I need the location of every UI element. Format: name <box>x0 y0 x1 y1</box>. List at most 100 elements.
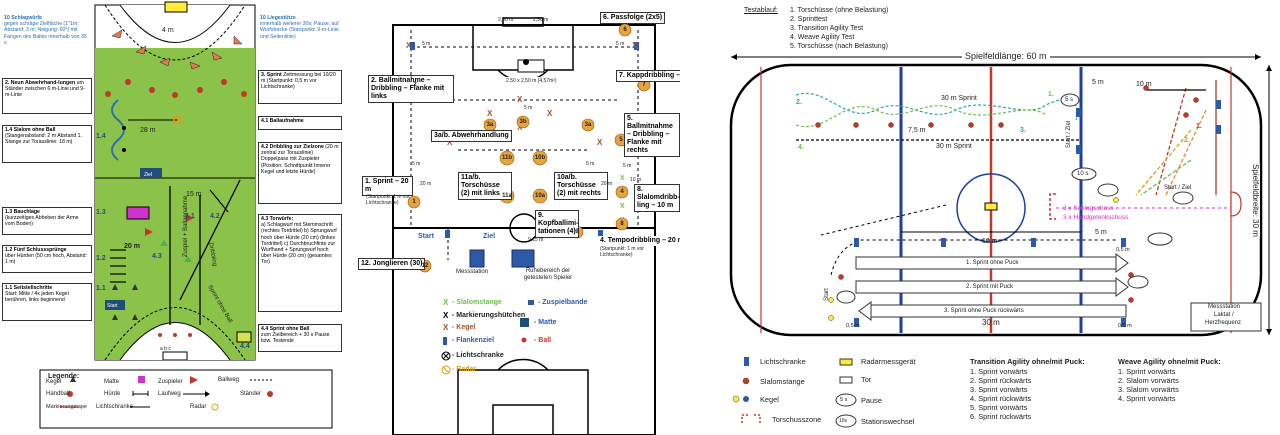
label-15m: 15 m <box>186 191 202 198</box>
label-30m-sprint-top: 30 m Sprint <box>941 95 977 102</box>
transition-item: 1. Sprint vorwärts <box>970 367 1028 376</box>
start-box <box>105 300 125 310</box>
dist-10m: 10 m <box>630 177 642 183</box>
spielfeldbreite-label: Spielfeldbreite: 30 m <box>1250 164 1260 237</box>
legend-zuspielbande: - Zuspielbande <box>538 299 588 306</box>
sprint-1-label: 1. Sprint ohne Puck <box>966 260 1019 266</box>
start-label: Start <box>418 233 434 240</box>
transition-item: 4. Sprint rückwärts <box>970 394 1032 403</box>
light-gates <box>854 100 1221 327</box>
label-abc: a b c <box>160 346 171 352</box>
label-20m: 20 m <box>124 243 140 250</box>
station-4-label: 4. Tempodribbling – 20 m <box>598 236 680 246</box>
station-7-label: 7. Kappdribbling – 20 m <box>616 70 680 82</box>
rink-graphic <box>729 54 1272 428</box>
testablauf-list: 1. Torschüsse (ohne Belastung) 2. Sprint… <box>790 6 888 51</box>
radar-device <box>984 202 998 211</box>
block-text: (kurzzeitiges Abheben der Arme vom Boden… <box>5 215 79 228</box>
mat-1 <box>469 249 485 268</box>
block-sprint-ohne-ball: 4.4 Sprint ohne Ball zum Zielbereich + 3… <box>258 324 342 352</box>
station-number: 5 <box>619 136 623 143</box>
messstation-label: Messstation <box>456 269 489 275</box>
legend-matte: Matte <box>104 379 120 385</box>
dist-5m-f: 5 m <box>623 163 632 169</box>
block-title: 10 Liegestütze <box>260 15 296 21</box>
weave-title: Weave Agility ohne/mit Puck: <box>1118 357 1221 366</box>
station-number: 6 <box>623 26 627 33</box>
stationswechsel-10s: 10 s <box>1077 171 1089 177</box>
schlagschuss-label: 3 x Schlagschuss <box>1063 205 1114 212</box>
station-number: 3a <box>584 121 592 128</box>
legend-radarmessgeraet: Radarmessgerät <box>861 357 916 366</box>
station-8-label: 8. Slalomdribb-ling – 10 m <box>634 184 680 212</box>
block-title: 1.2 Fünf Schlusssprünge <box>5 247 67 253</box>
legend-lichtschranke: Lichtschranke <box>96 404 134 410</box>
station-number: 1 <box>412 198 416 205</box>
block-title: 3. Sprint <box>261 72 282 78</box>
label-start: Start <box>107 303 118 309</box>
station-number: 3b <box>519 118 527 125</box>
testablauf-item: 1. Torschüsse (ohne Belastung) <box>790 7 889 14</box>
label-1-2: 1.2 <box>96 255 106 262</box>
legend-matte: - Matte <box>534 319 557 326</box>
block-title: 10 Schlagwürfe <box>4 15 43 21</box>
block-sprint: 3. Sprint Zeitmessung bei 10/20 m (Start… <box>258 70 342 104</box>
label-4-2: 4.2 <box>210 213 220 220</box>
label-5m-bottom: 5 m <box>1095 229 1107 236</box>
station-6-label: 6. Passfolge (2x5) <box>600 12 666 24</box>
label-4-4: 4.4 <box>240 343 250 350</box>
svg-text:X: X <box>620 203 625 210</box>
block-text: zum Zielbereich + 30 s Pause bzw. Testen… <box>261 332 330 345</box>
label-1-1: 1.1 <box>96 285 106 292</box>
bottom-goal-area <box>119 322 231 361</box>
start-label: Start <box>823 288 830 301</box>
weave-2-label: 2. <box>796 99 802 106</box>
block-title: 1.3 Bauchlage <box>5 209 40 215</box>
block-text: gegen schräge Zielfläche (1*1m; Abstand:… <box>4 21 87 46</box>
svg-text:X: X <box>620 175 625 182</box>
block-liegestuetze: 10 Liegestütze innerhalb weiterer 30s; P… <box>258 14 342 64</box>
block-schlusssprunge: 1.2 Fünf Schlusssprünge über Hürden (50 … <box>2 245 92 273</box>
target-box <box>140 168 162 178</box>
ruhebereich-label: Ruhebereich der getesteten Spieler <box>523 268 573 281</box>
transition-paths <box>1135 80 1217 196</box>
legend-tor: Tor <box>861 375 872 384</box>
station-number: 10b <box>534 154 546 161</box>
legend-ballweg: Ballweg <box>218 377 240 383</box>
block-text: um Ständer zwischen 6 m-Linie und 9-m-Li… <box>5 80 85 99</box>
transition-item: 5. Sprint vorwärts <box>970 403 1028 412</box>
messstation-label: Messstation <box>1208 304 1241 310</box>
legend-kegel: - Kegel <box>452 324 476 331</box>
transition-title: Transition Agility ohne/mit Puck: <box>970 357 1085 366</box>
block-title: 4.2 Dribbling zur Zielzone <box>261 144 324 150</box>
block-text: (20 m zentral zur Torauslinie) Doppelpas… <box>261 144 339 175</box>
sprint-line <box>179 179 241 301</box>
label-0-5m-gate: 0,5 m <box>1116 247 1130 253</box>
cones-yellow <box>828 197 1119 321</box>
station-12-label: 12. Jonglieren (30) <box>358 258 426 270</box>
legend-markierungshuetchen: - Markierungshütchen <box>452 312 526 319</box>
block-title: 1.4 Slalom ohne Ball <box>5 127 56 133</box>
weave-item: 1. Sprint vorwärts <box>1118 367 1176 376</box>
transition-1-label: 1. <box>1196 123 1202 130</box>
svg-text:X: X <box>447 138 453 147</box>
label-4-3: 4.3 <box>152 253 162 260</box>
sprint-2-label: 2. Sprint mit Puck <box>966 284 1014 290</box>
transition-item: 3. Sprint vorwärts <box>970 385 1028 394</box>
transition-item: 6. Sprint rückwärts <box>970 412 1032 421</box>
label-28m: 28 m <box>140 127 156 134</box>
spielfeldlaenge-label: Spielfeldlänge: 60 m <box>962 52 1050 61</box>
block-slalom: 1.4 Slalom ohne Ball (Stangenabstand: 2 … <box>2 125 92 163</box>
dist-5m-d: 5 m <box>412 161 421 167</box>
legend-title: Legende: <box>48 373 80 380</box>
station-number: 4 <box>620 188 624 195</box>
bottom-goal <box>162 351 188 361</box>
label-4-1: 4.1 <box>185 213 195 220</box>
measuring-station-box <box>1190 302 1262 332</box>
handgelenkschuss-label: 3 x Handgelenkschuss <box>1063 214 1129 221</box>
dist-2-50-left: 2,50 m <box>498 17 514 23</box>
block-title: 1.1 Seitstellschritte <box>5 285 53 291</box>
svg-text:X: X <box>406 41 412 50</box>
handball-field-graphic <box>39 1 333 429</box>
block-ballaufnahme: 4.1 Ballaufnahme <box>258 116 342 130</box>
